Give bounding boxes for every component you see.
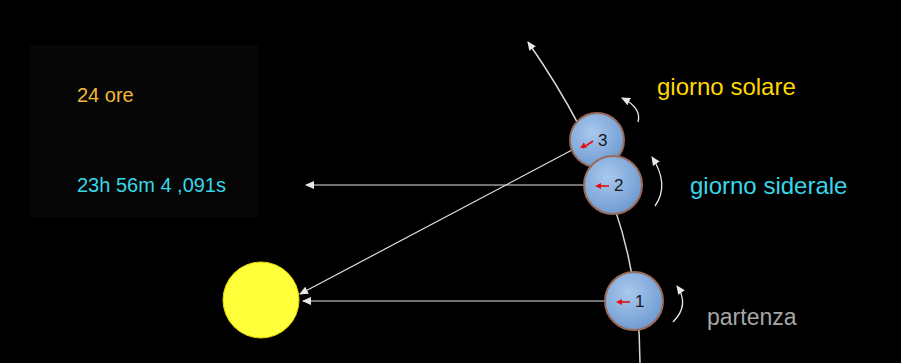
- earth-circle: 1: [604, 271, 664, 331]
- callout-number: 3: [598, 132, 607, 149]
- caption-label: partenza: [707, 305, 797, 330]
- caption-label: 24 ore: [77, 84, 134, 106]
- earth-circle: 2: [583, 155, 643, 215]
- sun-ray-line: [303, 300, 604, 301]
- caption-label: giorno solare: [657, 74, 796, 100]
- red-arrow: [604, 271, 664, 331]
- sun-ray-line: [300, 150, 572, 294]
- caption-label: 23h 56m 4 ,091s: [77, 174, 226, 196]
- red-arrow: [583, 155, 643, 215]
- callout-number: 2: [614, 177, 623, 194]
- sun: [223, 262, 299, 338]
- text-panel: [30, 45, 258, 217]
- rotation-arrow: [652, 157, 662, 206]
- rotation-arrow: [673, 286, 683, 322]
- callout-number: 1: [635, 293, 644, 310]
- rotation-arrow: [622, 98, 639, 122]
- pointer-line: [306, 184, 583, 185]
- caption-label: giorno siderale: [690, 173, 847, 199]
